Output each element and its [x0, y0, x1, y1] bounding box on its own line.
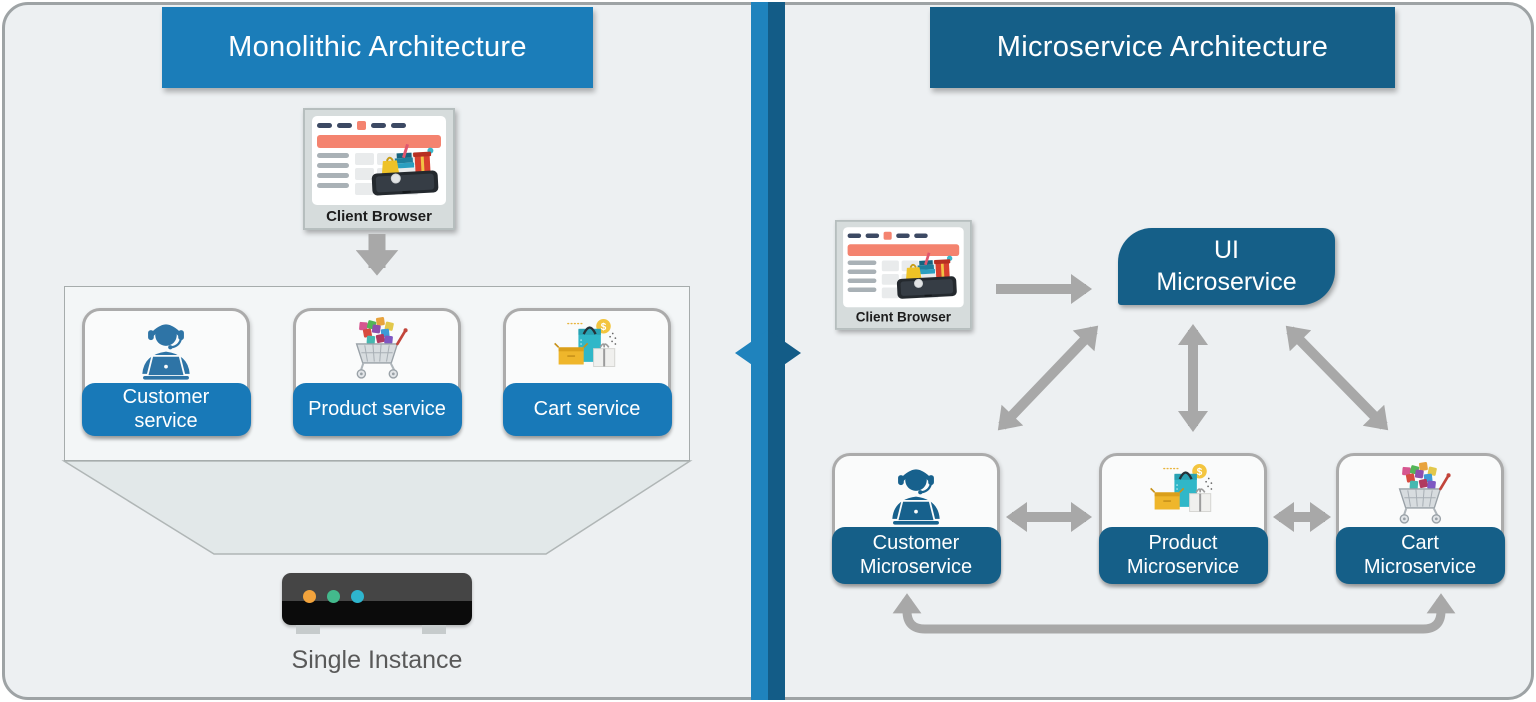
cart-microservice-box: Cart Microservice — [1335, 453, 1505, 584]
ui-microservice-box: UI Microservice — [1118, 228, 1335, 305]
customer-service-label: Customer service — [81, 382, 251, 436]
server-icon — [282, 573, 472, 634]
nav-highlight-square — [883, 231, 892, 240]
product-service-label: Product service — [292, 382, 462, 436]
bag-box-gift-icon — [1146, 460, 1220, 526]
client-browser-card-microservice: Client Browser — [835, 220, 972, 330]
shopping-phone-illustration-icon — [888, 251, 965, 301]
microservice-header: Microservice Architecture — [930, 7, 1395, 88]
shopping-phone-illustration-icon — [362, 142, 448, 198]
monolithic-header: Monolithic Architecture — [162, 7, 593, 88]
client-browser-label: Client Browser — [326, 208, 432, 225]
cart-items-icon — [341, 314, 413, 382]
support-agent-icon — [879, 460, 953, 526]
client-browser-card-monolithic: Client Browser — [303, 108, 455, 230]
server-dot-green — [327, 590, 340, 603]
product-microservice-label: Product Microservice — [1098, 526, 1268, 584]
product-service-box: Product service — [292, 308, 462, 436]
server-dot-cyan — [351, 590, 364, 603]
bag-box-gift-icon — [550, 315, 624, 381]
browser-banner — [847, 244, 960, 256]
nav-highlight-square — [357, 121, 366, 130]
browser-text-lines — [847, 260, 877, 299]
customer-service-box: Customer service — [81, 308, 251, 436]
server-foot — [422, 625, 446, 634]
browser-text-lines — [317, 153, 349, 195]
customer-microservice-box: Customer Microservice — [831, 453, 1001, 584]
client-browser-label: Client Browser — [855, 310, 952, 326]
cart-items-icon — [1384, 459, 1456, 527]
browser-banner — [317, 135, 441, 148]
server-foot — [296, 625, 320, 634]
single-instance-caption: Single Instance — [291, 646, 463, 674]
cart-service-box: Cart service — [502, 308, 672, 436]
product-microservice-box: Product Microservice — [1098, 453, 1268, 584]
support-agent-icon — [129, 315, 203, 381]
browser-nav-dashes — [317, 121, 441, 130]
customer-microservice-label: Customer Microservice — [831, 526, 1001, 584]
cart-service-label: Cart service — [502, 382, 672, 436]
browser-nav-dashes — [847, 231, 960, 240]
cart-microservice-label: Cart Microservice — [1335, 526, 1505, 584]
server-dot-orange — [303, 590, 316, 603]
divider-diamond — [735, 330, 801, 376]
